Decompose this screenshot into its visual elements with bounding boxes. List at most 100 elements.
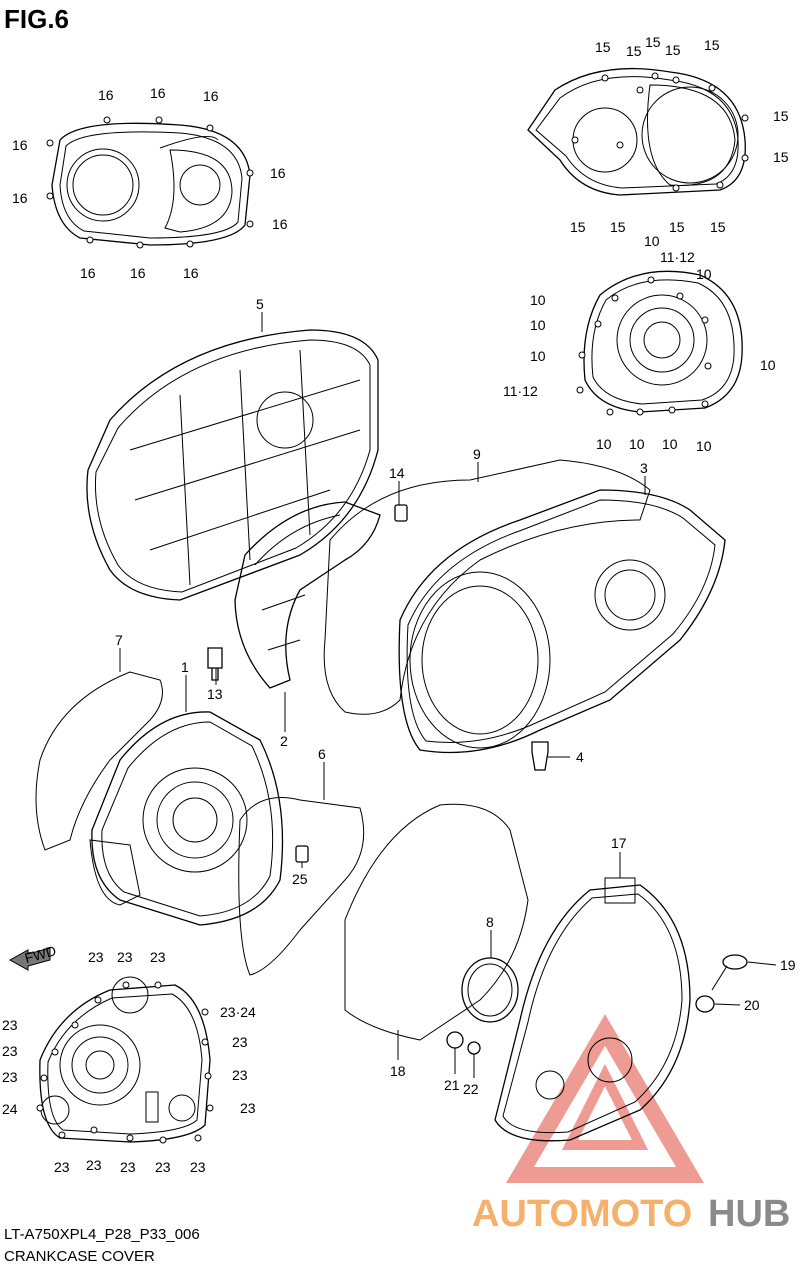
callout-n10-5: 10 — [530, 348, 546, 364]
callout-n10-6: 10 — [760, 357, 776, 373]
bolt-n23-5 — [51, 1048, 59, 1056]
part-3-crankcase-cover — [398, 489, 726, 754]
part-9-gasket — [323, 459, 651, 715]
callout-n15-10: 15 — [669, 219, 685, 235]
bolt-n10-7 — [606, 408, 614, 416]
callout-2: 2 — [280, 733, 288, 749]
callout-22: 22 — [463, 1081, 479, 1097]
bolt-n16-7 — [246, 220, 254, 228]
part-1-cover — [89, 711, 284, 926]
callout-9: 9 — [473, 446, 481, 462]
callout-n15-9: 15 — [610, 219, 626, 235]
callout-n16-8: 16 — [80, 265, 96, 281]
bolt-n23-14 — [194, 1134, 202, 1142]
bolt-n10-2 — [701, 316, 709, 324]
watermark-logo: AUTOMOTO HUB — [472, 1014, 790, 1235]
bolt-n16-5 — [46, 192, 54, 200]
callout-n24-1: 24 — [2, 1101, 18, 1117]
watermark-text-hub: HUB — [708, 1193, 790, 1235]
bolt-n16-3 — [206, 124, 214, 132]
callout-n16-6: 16 — [270, 165, 286, 181]
bolt-n10-3 — [611, 294, 619, 302]
bolt-n15-7 — [741, 154, 749, 162]
part-5-outer-cover — [86, 329, 379, 601]
callout-n16-7: 16 — [272, 216, 288, 232]
figure-code: LT-A750XPL4_P28_P33_006 — [4, 1226, 200, 1243]
callout-21: 21 — [444, 1077, 460, 1093]
bolt-n10-10 — [701, 400, 709, 408]
callout-n16-5: 16 — [12, 190, 28, 206]
callout-n15-3: 15 — [645, 34, 661, 50]
bolt-n23-9 — [206, 1104, 214, 1112]
part-8-oring — [461, 957, 519, 1023]
callout-n15-5: 15 — [704, 37, 720, 53]
bolt-n15-4 — [672, 76, 680, 84]
callout-n11_12-2: 11·12 — [503, 383, 538, 399]
figure-title: FIG.6 — [4, 4, 70, 34]
callout-n23-5: 23 — [2, 1043, 18, 1059]
figure-description: CRANKCASE COVER — [4, 1248, 155, 1265]
callout-13: 13 — [207, 686, 223, 702]
bolt-n10-1 — [647, 276, 655, 284]
callout-4: 4 — [576, 749, 584, 765]
callout-14: 14 — [389, 465, 405, 481]
callout-n23-14: 23 — [190, 1159, 206, 1175]
bolt-n23_24-1 — [201, 1008, 209, 1016]
bolt-n23-10 — [58, 1131, 66, 1139]
bolt-n16-4 — [46, 139, 54, 147]
bolt-n23-12 — [126, 1134, 134, 1142]
callout-n16-1: 16 — [98, 87, 114, 103]
bolt-n16-6 — [246, 169, 254, 177]
bolt-n15-6 — [741, 114, 749, 122]
bolt-n15-8 — [571, 136, 579, 144]
part-23-cover — [39, 976, 211, 1143]
bolt-n16-1 — [103, 116, 111, 124]
bolt-n10-6 — [704, 362, 712, 370]
callout-n23_24-1: 23·24 — [220, 1004, 256, 1020]
callout-n15-7: 15 — [773, 149, 789, 165]
callout-1: 1 — [181, 659, 189, 675]
bolt-n24-1 — [36, 1104, 44, 1112]
small-parts — [207, 504, 748, 1055]
callout-n15-8: 15 — [570, 219, 586, 235]
bolt-n23-7 — [201, 1038, 209, 1046]
callout-8: 8 — [486, 914, 494, 930]
bolt-n15-2 — [636, 86, 644, 94]
bolt-n23-3 — [154, 981, 162, 989]
callout-7: 7 — [115, 632, 123, 648]
watermark-inner-triangle — [561, 1063, 649, 1150]
part-16-cover — [51, 122, 251, 246]
bolt-n15-11 — [716, 181, 724, 189]
bolt-n11_12-2 — [576, 386, 584, 394]
callout-n23-13: 23 — [155, 1159, 171, 1175]
leader-lines — [119, 312, 777, 1078]
bolt-n16-2 — [155, 116, 163, 124]
bolt-n23-1 — [94, 996, 102, 1004]
callout-labels: 5 9 3 14 7 1 13 2 4 6 25 17 8 19 20 18 2… — [115, 296, 796, 1097]
callout-n23-2: 23 — [117, 949, 133, 965]
callout-n10-3: 10 — [530, 292, 546, 308]
part-18-gasket — [344, 803, 529, 1041]
callout-n23-3: 23 — [150, 949, 166, 965]
callout-n10-2: 10 — [696, 266, 712, 282]
callout-n10-8: 10 — [629, 436, 645, 452]
bolt-n23-13 — [159, 1136, 167, 1144]
callout-n15-11: 15 — [710, 219, 726, 235]
callout-n11_12-1: 11·12 — [660, 249, 695, 265]
callout-n10-1: 10 — [644, 233, 660, 249]
bolt-n11_12-1 — [676, 292, 684, 300]
bolt-n15-10 — [672, 184, 680, 192]
callout-n23-1: 23 — [88, 949, 104, 965]
callout-n23-7: 23 — [232, 1034, 248, 1050]
bolt-n15-1 — [601, 74, 609, 82]
watermark-text-automoto: AUTOMOTO — [472, 1193, 692, 1235]
bolt-n23-8 — [204, 1072, 212, 1080]
callout-n15-4: 15 — [665, 42, 681, 58]
callout-n15-1: 15 — [595, 39, 611, 55]
callout-n16-10: 16 — [183, 265, 199, 281]
part-7-gasket — [35, 671, 163, 851]
bolt-n10-5 — [578, 351, 586, 359]
callout-20: 20 — [744, 997, 760, 1013]
callout-n16-4: 16 — [12, 137, 28, 153]
callout-n15-6: 15 — [773, 108, 789, 124]
